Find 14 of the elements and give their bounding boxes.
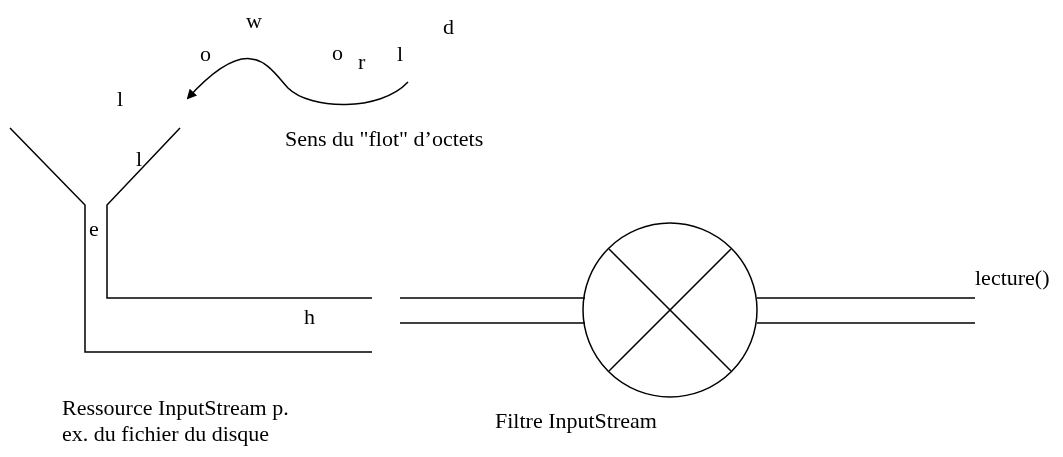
letter-label: o — [200, 41, 211, 67]
letter-label: d — [443, 14, 454, 40]
caption-text: lecture() — [975, 265, 1050, 291]
letter-label: l — [117, 86, 124, 112]
letter-label: h — [304, 304, 315, 330]
letter-label: o — [332, 40, 343, 66]
letter-label: w — [246, 8, 262, 34]
letter-label: l — [136, 146, 143, 172]
letter-label: e — [89, 216, 99, 242]
caption-text: Sens du "flot" d’octets — [285, 126, 484, 152]
caption-text: Ressource InputStream p. ex. du fichier du disque — [62, 395, 290, 447]
letter-label: l — [397, 41, 404, 67]
letter-label: r — [358, 49, 366, 75]
caption-text: Filtre InputStream — [495, 408, 657, 434]
